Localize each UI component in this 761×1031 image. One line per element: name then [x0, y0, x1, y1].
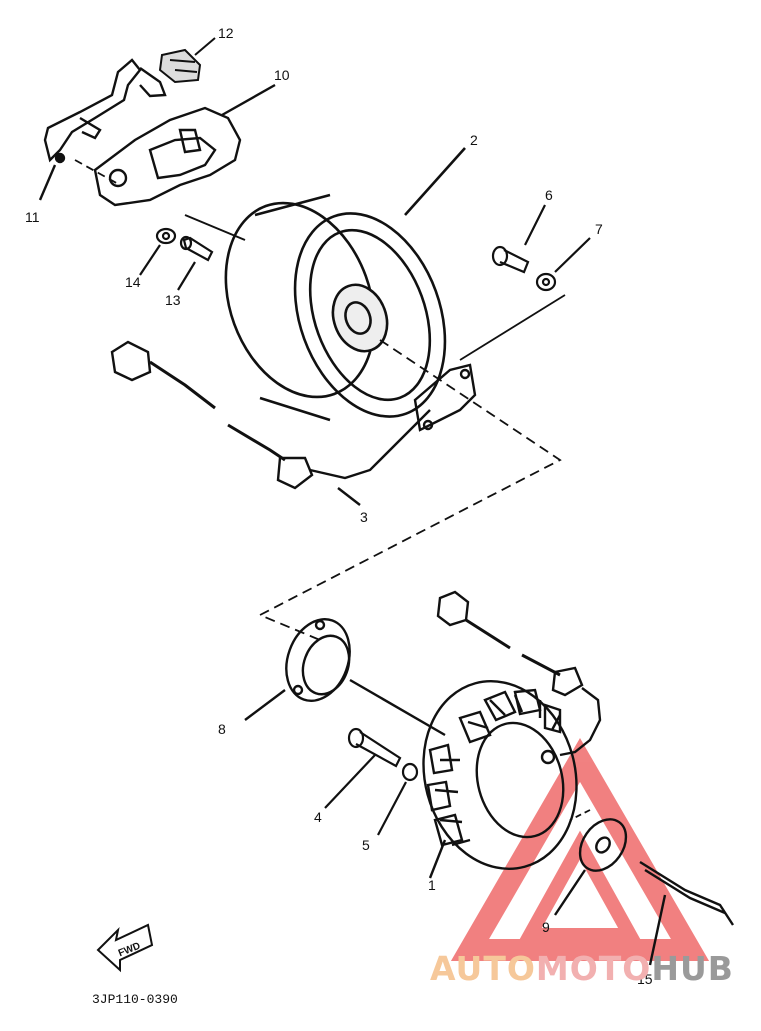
part-13-bolt-drawing — [177, 235, 214, 291]
part-label-2: 2 — [470, 132, 478, 148]
part-label-10: 10 — [274, 67, 290, 83]
part-label-5: 5 — [362, 837, 370, 853]
stator-lead-drawing — [436, 590, 602, 765]
part-label-3: 3 — [360, 509, 368, 525]
part-6-bolt-drawing — [491, 204, 546, 274]
part-label-9: 9 — [542, 919, 550, 935]
part-9-washer-drawing — [554, 818, 628, 916]
watermark-brand-hub: HUB — [651, 949, 734, 988]
part-3-pickup-coil-drawing — [110, 340, 477, 506]
part-5-nut-drawing — [377, 762, 419, 836]
part-15-clip-drawing — [639, 860, 735, 966]
part-2-rotor-drawing — [184, 147, 466, 422]
part-12-cap-drawing — [158, 37, 216, 84]
part-14-nut-drawing — [139, 227, 177, 276]
watermark-text: AUTOMOTOHUB — [430, 949, 734, 988]
part-label-8: 8 — [218, 721, 226, 737]
part-label-15: 15 — [637, 971, 653, 987]
part-label-14: 14 — [125, 274, 141, 290]
part-label-11: 11 — [25, 209, 40, 225]
part-1-stator-drawing — [349, 678, 578, 879]
part-label-6: 6 — [545, 187, 553, 203]
part-number-labels: 1 2 3 4 5 6 7 8 9 10 11 12 13 14 15 — [25, 25, 653, 987]
watermark-brand-moto: MOTO — [536, 949, 651, 988]
part-label-13: 13 — [165, 292, 181, 308]
part-7-washer-drawing — [535, 237, 591, 292]
part-4-bolt-drawing — [324, 727, 402, 809]
alignment-lines — [74, 159, 591, 821]
part-10-cover-drawing — [93, 83, 276, 207]
part-11-bracket-drawing — [38, 58, 167, 201]
part-label-7: 7 — [595, 221, 603, 237]
fwd-arrow-icon: FWD — [96, 923, 154, 973]
watermark-brand-auto: AUTO — [430, 949, 536, 988]
svg-text:AUTOMOTOHUB: AUTOMOTOHUB — [430, 949, 734, 988]
watermark-logo-icon — [450, 738, 710, 961]
drawing-code: 3JP110-0390 — [92, 992, 178, 1007]
part-8-plate-drawing — [244, 618, 351, 721]
part-label-4: 4 — [314, 809, 322, 825]
part-label-1: 1 — [428, 877, 436, 893]
part-label-12: 12 — [218, 25, 234, 41]
